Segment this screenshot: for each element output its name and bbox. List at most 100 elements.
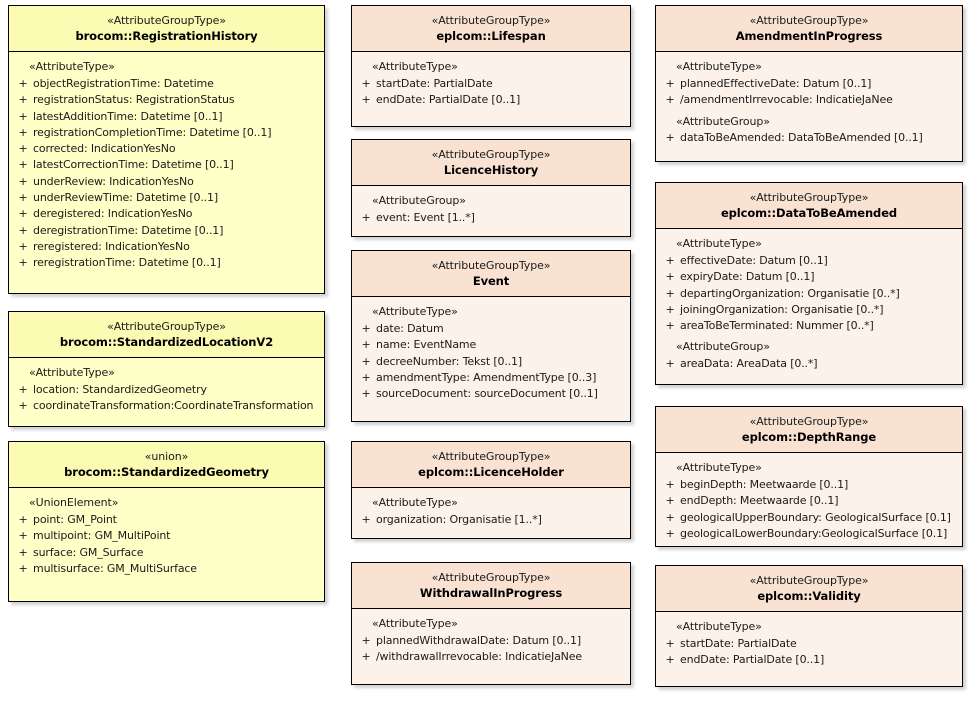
class-stereotype: «AttributeGroupType»	[431, 571, 551, 584]
attribute-row[interactable]: +decreeNumber: Tekst [0..1]	[356, 354, 626, 370]
attribute-row[interactable]: +joiningOrganization: Organisatie [0..*]	[660, 302, 958, 318]
attribute-row[interactable]: +objectRegistrationTime: Datetime	[13, 76, 320, 92]
attribute-signature: endDate: PartialDate [0..1]	[680, 653, 825, 667]
attribute-row[interactable]: +point: GM_Point	[13, 512, 320, 528]
attribute-row[interactable]: +latestAdditionTime: Datetime [0..1]	[13, 109, 320, 125]
attribute-row[interactable]: +underReview: IndicationYesNo	[13, 174, 320, 190]
uml-class-header-event: «AttributeGroupType»Event	[352, 251, 630, 298]
attribute-group-label: «UnionElement»	[29, 496, 119, 510]
attribute-row[interactable]: +amendmentType: AmendmentType [0..3]	[356, 370, 626, 386]
attribute-row[interactable]: +coordinateTransformation:CoordinateTran…	[13, 398, 320, 414]
attribute-row[interactable]: +beginDepth: Meetwaarde [0..1]	[660, 477, 958, 493]
attribute-visibility: +	[361, 633, 371, 647]
attribute-row[interactable]: +effectiveDate: Datum [0..1]	[660, 253, 958, 269]
attribute-signature: latestAdditionTime: Datetime [0..1]	[33, 109, 223, 123]
uml-class-header-licence-holder: «AttributeGroupType»eplcom::LicenceHolde…	[352, 442, 630, 489]
attribute-row[interactable]: +organization: Organisatie [1..*]	[356, 512, 626, 528]
uml-class-licence-history[interactable]: «AttributeGroupType»LicenceHistory«Attri…	[351, 139, 631, 237]
class-stereotype: «AttributeGroupType»	[431, 14, 551, 27]
attribute-row[interactable]: +endDepth: Meetwaarde [0..1]	[660, 493, 958, 509]
attribute-visibility: +	[18, 239, 28, 253]
attribute-group-label: «AttributeType»	[676, 237, 762, 251]
attribute-row[interactable]: +location: StandardizedGeometry	[13, 382, 320, 398]
attribute-signature: expiryDate: Datum [0..1]	[680, 270, 815, 284]
attribute-signature: endDate: PartialDate [0..1]	[376, 93, 521, 107]
attribute-visibility: +	[361, 338, 371, 352]
attribute-row[interactable]: +sourceDocument: sourceDocument [0..1]	[356, 386, 626, 402]
attribute-signature: beginDepth: Meetwaarde [0..1]	[680, 477, 849, 491]
attribute-row[interactable]: +registrationCompletionTime: Datetime [0…	[13, 125, 320, 141]
attribute-row[interactable]: +/withdrawalIrrevocable: IndicatieJaNee	[356, 649, 626, 665]
attribute-row[interactable]: +surface: GM_Surface	[13, 545, 320, 561]
attribute-signature: /amendmentIrrevocable: IndicatieJaNee	[680, 93, 893, 107]
uml-class-standardized-location-v2[interactable]: «AttributeGroupType»brocom::Standardized…	[8, 311, 325, 427]
attribute-row[interactable]: +startDate: PartialDate	[356, 76, 626, 92]
attribute-row[interactable]: +multisurface: GM_MultiSurface	[13, 561, 320, 577]
uml-class-header-validity: «AttributeGroupType»eplcom::Validity	[656, 566, 962, 613]
attribute-visibility: +	[18, 207, 28, 221]
attribute-row[interactable]: + deregistered: IndicationYesNo	[13, 206, 320, 222]
attribute-group-label: «AttributeGroup»	[372, 194, 466, 208]
uml-class-event[interactable]: «AttributeGroupType»Event «AttributeType»…	[351, 250, 631, 422]
attribute-row[interactable]: +departingOrganization: Organisatie [0..…	[660, 286, 958, 302]
uml-class-standardized-geometry[interactable]: «union»brocom::StandardizedGeometry«Unio…	[8, 441, 325, 602]
uml-class-registration-history[interactable]: «AttributeGroupType»brocom::Registration…	[8, 5, 325, 294]
attribute-row[interactable]: +plannedEffectiveDate: Datum [0..1]	[660, 76, 958, 92]
uml-class-body-amendment-in-progress: «AttributeType»+plannedEffectiveDate: Da…	[656, 52, 962, 154]
attribute-row[interactable]: +deregistrationTime: Datetime [0..1]	[13, 223, 320, 239]
attribute-visibility: +	[18, 76, 28, 90]
attribute-visibility: +	[361, 512, 371, 526]
attribute-row[interactable]: +registrationStatus: RegistrationStatus	[13, 92, 320, 108]
attribute-signature: date: Datum	[376, 321, 444, 335]
uml-class-body-standardized-location-v2: «AttributeType»+location: StandardizedGe…	[9, 358, 324, 422]
attribute-signature: geologicalLowerBoundary:GeologicalSurfac…	[680, 526, 948, 540]
attribute-row[interactable]: +multipoint: GM_MultiPoint	[13, 528, 320, 544]
attribute-signature: deregistered: IndicationYesNo	[33, 207, 193, 221]
attribute-row[interactable]: +geologicalUpperBoundary: GeologicalSurf…	[660, 510, 958, 526]
attribute-visibility: +	[665, 93, 675, 107]
attribute-group-label: «AttributeType»	[372, 60, 458, 74]
attribute-row[interactable]: +endDate: PartialDate [0..1]	[660, 652, 958, 668]
uml-class-lifespan[interactable]: «AttributeGroupType»eplcom::Lifespan«Att…	[351, 5, 631, 127]
class-stereotype: «AttributeGroupType»	[107, 14, 226, 27]
attribute-group-label: «AttributeType»	[372, 305, 458, 319]
attribute-row[interactable]: +dataToBeAmended: DataToBeAmended [0..1]	[660, 130, 958, 146]
uml-class-data-to-be-amended[interactable]: «AttributeGroupType»eplcom::DataToBeAmen…	[655, 182, 963, 385]
class-stereotype: «AttributeGroupType»	[749, 14, 869, 27]
uml-class-depth-range[interactable]: «AttributeGroupType»eplcom::DepthRange«A…	[655, 406, 963, 547]
attribute-signature: dataToBeAmended: DataToBeAmended [0..1]	[680, 131, 923, 145]
attribute-row[interactable]: +reregistrationTime: Datetime [0..1]	[13, 255, 320, 271]
attribute-row[interactable]: +areaToBeTerminated: Nummer [0..*]	[660, 318, 958, 334]
attribute-row[interactable]: +latestCorrectionTime: Datetime [0..1]	[13, 157, 320, 173]
attribute-row[interactable]: +endDate: PartialDate [0..1]	[356, 92, 626, 108]
uml-class-body-data-to-be-amended: «AttributeType» +effectiveDate: Datum [0.…	[656, 229, 962, 380]
attribute-signature: underReview: IndicationYesNo	[33, 174, 194, 188]
attribute-row[interactable]: +underReviewTime: Datetime [0..1]	[13, 190, 320, 206]
uml-class-amendment-in-progress[interactable]: «AttributeGroupType»AmendmentInProgress«…	[655, 5, 963, 162]
attribute-visibility: +	[361, 354, 371, 368]
attribute-row[interactable]: +corrected: IndicationYesNo	[13, 141, 320, 157]
attribute-row[interactable]: +geologicalLowerBoundary:GeologicalSurfa…	[660, 526, 958, 542]
attribute-visibility: +	[18, 399, 28, 413]
uml-class-validity[interactable]: «AttributeGroupType»eplcom::Validity«Att…	[655, 565, 963, 687]
attribute-signature: registrationStatus: RegistrationStatus	[33, 93, 235, 107]
uml-class-body-withdrawal-in-progress: «AttributeType»+plannedWithdrawalDate: D…	[352, 609, 630, 673]
attribute-row[interactable]: +reregistered: IndicationYesNo	[13, 239, 320, 255]
attribute-row[interactable]: +date: Datum	[356, 321, 626, 337]
attribute-signature: amendmentType: AmendmentType [0..3]	[376, 370, 597, 384]
attribute-row[interactable]: +event: Event [1..*]	[356, 210, 626, 226]
uml-class-licence-holder[interactable]: «AttributeGroupType»eplcom::LicenceHolde…	[351, 441, 631, 539]
attribute-visibility: +	[361, 210, 371, 224]
uml-class-withdrawal-in-progress[interactable]: «AttributeGroupType»WithdrawalInProgress…	[351, 562, 631, 685]
attribute-row[interactable]: +expiryDate: Datum [0..1]	[660, 269, 958, 285]
attribute-row[interactable]: +startDate: PartialDate	[660, 636, 958, 652]
attribute-signature: multisurface: GM_MultiSurface	[33, 561, 197, 575]
attribute-row[interactable]: + /amendmentIrrevocable: IndicatieJaNee	[660, 92, 958, 108]
attribute-row[interactable]: +name: EventName	[356, 337, 626, 353]
attribute-row[interactable]: + plannedWithdrawalDate: Datum [0..1]	[356, 633, 626, 649]
uml-class-header-registration-history: «AttributeGroupType»brocom::Registration…	[9, 6, 324, 53]
attribute-signature: point: GM_Point	[33, 512, 117, 526]
attribute-signature: plannedWithdrawalDate: Datum [0..1]	[376, 633, 582, 647]
attribute-signature: sourceDocument: sourceDocument [0..1]	[376, 387, 598, 401]
attribute-row[interactable]: +areaData: AreaData [0..*]	[660, 356, 958, 372]
